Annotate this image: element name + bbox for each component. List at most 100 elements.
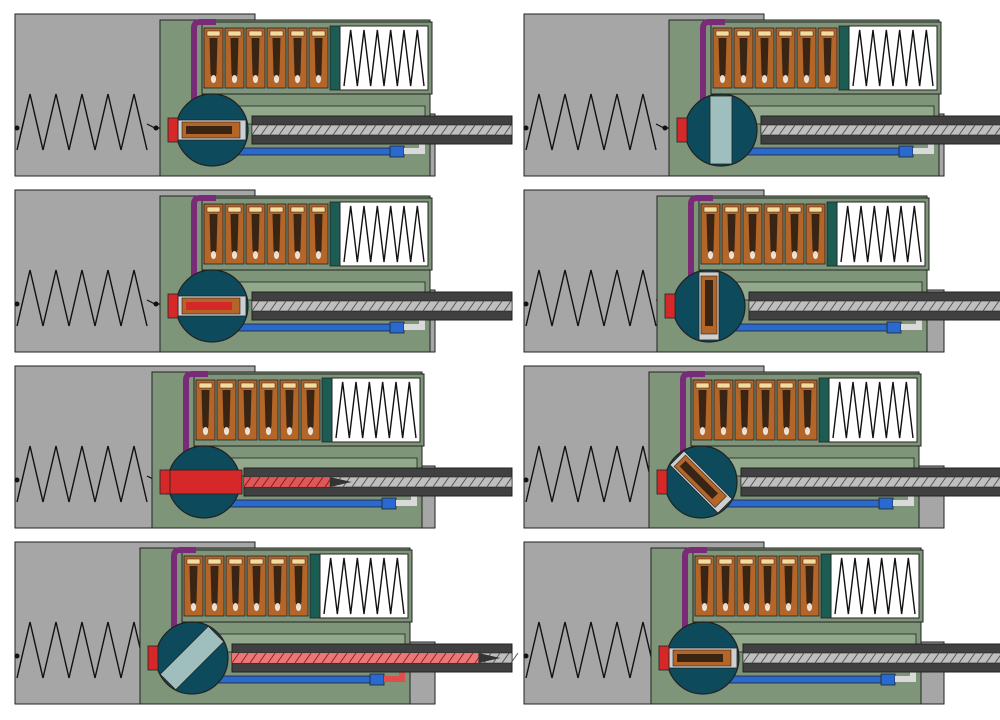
- rifling-line: [830, 476, 839, 488]
- rifling-line: [886, 652, 895, 664]
- rifling-line: [323, 300, 332, 312]
- magazine-cartridge-tip: [792, 251, 797, 259]
- magazine-cartridge-core: [231, 566, 240, 610]
- magazine-cartridge: [694, 555, 715, 617]
- rifling-line: [883, 300, 892, 312]
- magazine-cartridge-tip: [274, 75, 279, 83]
- rifling-line: [760, 124, 769, 136]
- rifling-line: [440, 300, 449, 312]
- rifling-line-hot: [306, 476, 315, 488]
- spring-pivot: [153, 301, 159, 307]
- rifling-line: [922, 652, 931, 664]
- rifling-line: [450, 476, 459, 488]
- rifling-line: [314, 300, 323, 312]
- rifling-line-hot: [270, 476, 279, 488]
- rifling-line-hot: [249, 652, 258, 664]
- magazine-follower: [820, 553, 832, 619]
- rifling-line-hot: [297, 476, 306, 488]
- rifling-line: [859, 652, 868, 664]
- rifling-line: [985, 652, 994, 664]
- magazine-cartridge: [763, 203, 784, 265]
- rifling-line: [850, 652, 859, 664]
- magazine-cartridge: [799, 555, 820, 617]
- gas-piston: [389, 321, 405, 334]
- rifling-line: [901, 300, 910, 312]
- rifling-line: [323, 124, 332, 136]
- magazine-cartridge-core: [763, 566, 772, 610]
- magazine-cartridge-tip: [233, 603, 238, 611]
- rotating-breech: [684, 93, 758, 167]
- magazine-cartridge-rim: [227, 206, 242, 213]
- magazine-cartridge-tip: [765, 603, 770, 611]
- gas-piston: [369, 673, 385, 686]
- magazine-cartridge-core: [718, 38, 727, 82]
- rifling-line: [413, 300, 422, 312]
- magazine-cartridge: [778, 555, 799, 617]
- magazine-cartridge-tip: [296, 603, 301, 611]
- rifling-line-hot: [285, 652, 294, 664]
- rifling-line: [494, 300, 503, 312]
- magazine-follower: [329, 25, 341, 91]
- magazine-cartridge: [784, 203, 805, 265]
- rifling-line: [432, 476, 441, 488]
- magazine-cartridge-tip: [266, 427, 271, 435]
- magazine-cartridge-rim: [291, 558, 306, 565]
- magazine-follower: [838, 25, 850, 91]
- rifling-line: [314, 124, 323, 136]
- magazine-cartridge: [308, 27, 329, 89]
- rifling-line: [787, 124, 796, 136]
- spring-anchor: [523, 653, 529, 659]
- magazine-cartridge-rim: [207, 558, 222, 565]
- recoil-spring: [525, 445, 657, 503]
- magazine-cartridge-core: [209, 214, 218, 258]
- magazine-cartridge: [713, 379, 734, 441]
- breech-plug: [159, 469, 171, 495]
- magazine-cartridge-tip: [750, 251, 755, 259]
- magazine-cartridge-tip: [741, 75, 746, 83]
- magazine-cartridge-rim: [311, 206, 326, 213]
- recoil-spring: [525, 269, 657, 327]
- rifling-line-hot: [393, 652, 402, 664]
- magazine-cartridge-core: [273, 566, 282, 610]
- magazine-cartridge-core: [761, 390, 770, 434]
- rifling-line: [769, 652, 778, 664]
- magazine-cartridge: [287, 27, 308, 89]
- rifling-line: [341, 300, 350, 312]
- rifling-line: [940, 124, 949, 136]
- magazine-cartridge-rim: [227, 30, 242, 37]
- rifling-line-hot: [447, 652, 456, 664]
- rifling-line: [467, 124, 476, 136]
- rifling-line: [823, 124, 832, 136]
- rifling-line: [938, 476, 947, 488]
- magazine-cartridge-tip: [316, 251, 321, 259]
- rifling-line: [476, 124, 485, 136]
- magazine-cartridge-tip: [203, 427, 208, 435]
- rifling-line-hot: [456, 652, 465, 664]
- magazine-cartridge-rim: [697, 558, 712, 565]
- magazine-cartridge-core: [739, 38, 748, 82]
- magazine-cartridge: [796, 27, 817, 89]
- rifling-line: [814, 652, 823, 664]
- rifling-line: [485, 124, 494, 136]
- rifling-line: [994, 126, 1000, 136]
- rifling-line: [787, 652, 796, 664]
- rifling-line: [494, 124, 503, 136]
- rotating-breech: [165, 445, 243, 519]
- magazine-cartridge-core: [823, 38, 832, 82]
- rifling-line: [332, 124, 341, 136]
- magazine-cartridge-tip: [763, 427, 768, 435]
- magazine-cartridge-core: [748, 214, 757, 258]
- magazine-cartridge: [721, 203, 742, 265]
- magazine-cartridge: [224, 203, 245, 265]
- magazine-lip: [700, 19, 725, 124]
- magazine-cartridge: [700, 203, 721, 265]
- gas-piston: [880, 673, 896, 686]
- barrel: [251, 115, 513, 145]
- rifling-line: [796, 124, 805, 136]
- rifling-line: [958, 124, 967, 136]
- recoil-spring: [16, 93, 148, 151]
- rifling-line: [796, 652, 805, 664]
- rifling-line: [884, 476, 893, 488]
- gas-tube: [740, 147, 912, 156]
- rifling-line: [350, 124, 359, 136]
